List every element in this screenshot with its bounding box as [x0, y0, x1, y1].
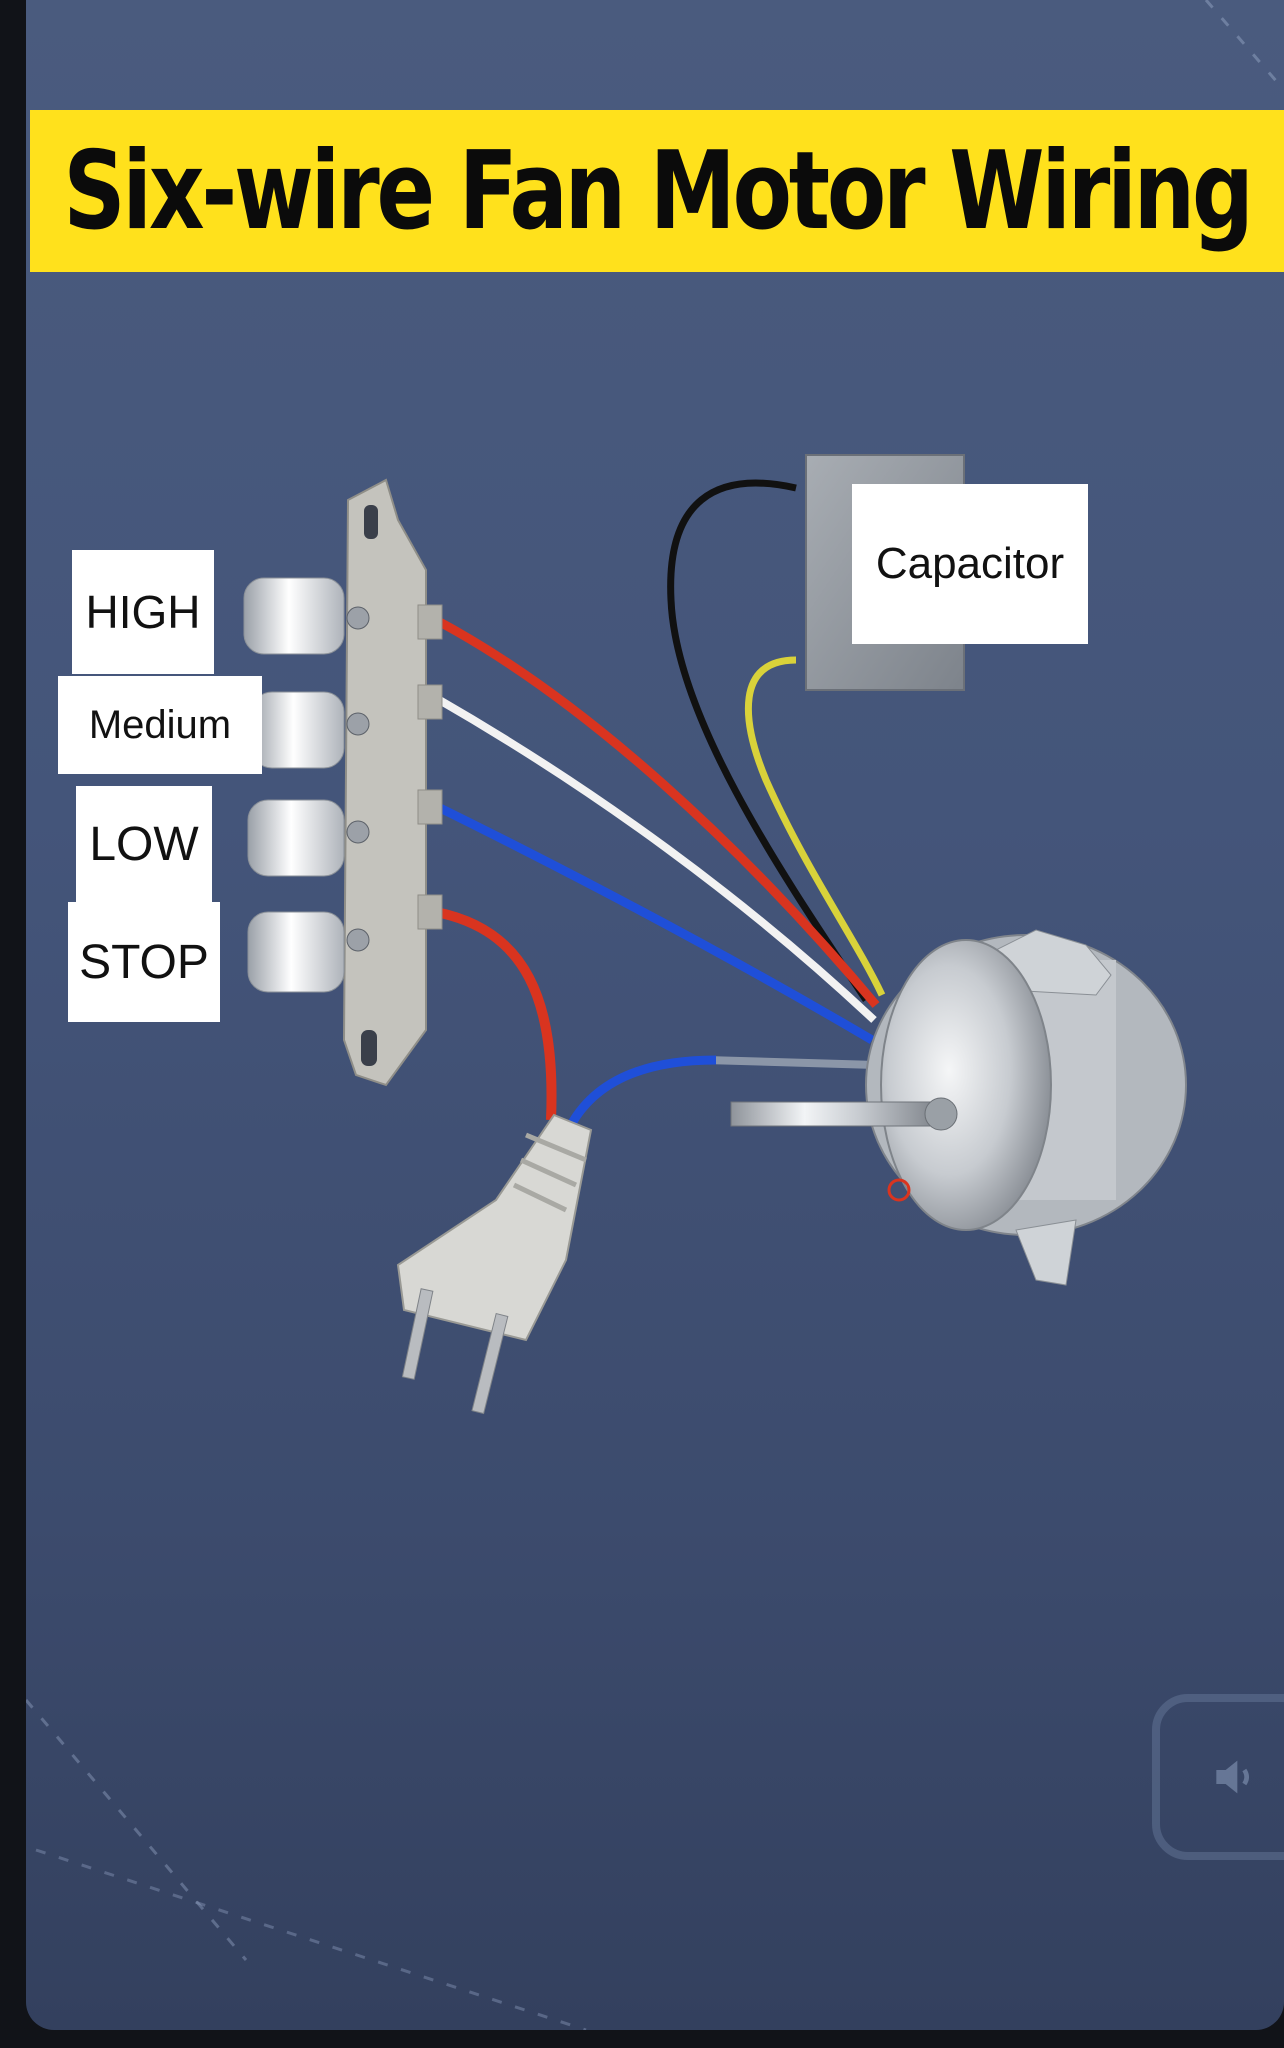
title-banner: Six-wire Fan Motor Wiring [30, 110, 1284, 272]
page-title: Six-wire Fan Motor Wiring [63, 128, 1253, 254]
wire-black [667, 479, 869, 1002]
switch-knob-low [247, 799, 345, 877]
decor-dashed-line [1204, 0, 1284, 91]
wire-gray [705, 1056, 877, 1069]
diagram-frame: Six-wire Fan Motor Wiring [26, 0, 1284, 2030]
rotary-switch [243, 478, 443, 1087]
wire-yellow [744, 656, 886, 997]
mute-toggle-button[interactable] [1152, 1694, 1284, 1860]
decor-dashed-line [35, 1848, 587, 2030]
wire-red-stop [435, 907, 557, 1121]
switch-knob-high [243, 577, 345, 655]
wire-white-medium [434, 694, 877, 1023]
label-high: HIGH [72, 550, 214, 674]
power-plug [396, 1113, 593, 1415]
switch-knob-stop [247, 911, 345, 993]
decor-dashed-line [26, 1699, 248, 1961]
wire-blue-low [434, 801, 875, 1044]
wire-blue-plug [567, 1055, 717, 1128]
fan-motor [730, 929, 1187, 1286]
label-capacitor: Capacitor [852, 484, 1088, 644]
speaker-icon [1216, 1760, 1249, 1794]
switch-knob-medium [251, 691, 345, 769]
label-stop: STOP [68, 902, 220, 1022]
label-medium: Medium [58, 676, 262, 774]
label-low: LOW [76, 786, 212, 902]
wire-red-high [433, 616, 880, 1008]
